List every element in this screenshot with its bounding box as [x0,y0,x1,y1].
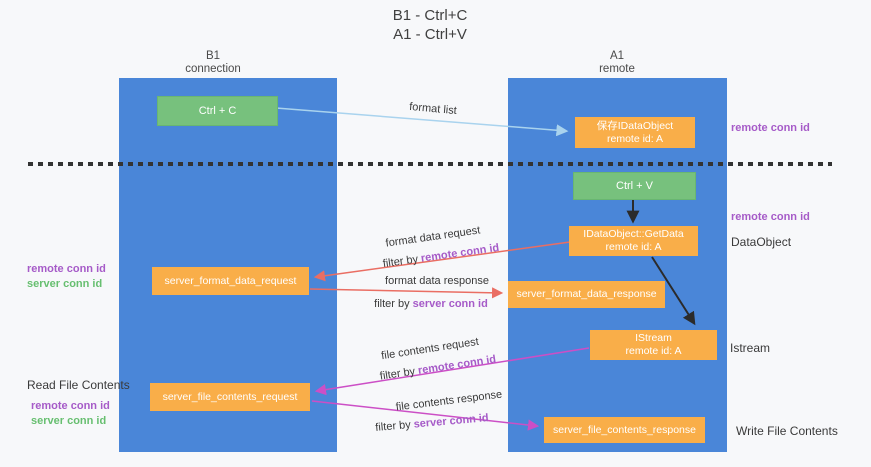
column-header-b1: B1 connection [153,50,273,76]
node-ctrl-v: Ctrl + V [573,172,696,200]
getdata-line1: IDataObject::GetData [583,228,684,240]
save-idataobject-line2: remote id: A [606,132,664,145]
right-label-dataobject: DataObject [731,235,792,249]
left-label-server-conn-id-2: server conn id [31,415,107,427]
node-ctrl-c: Ctrl + C [157,96,278,126]
ctrl-c-label: Ctrl + C [198,105,237,117]
right-label-write-file-contents: Write File Contents [736,424,838,438]
save-idataobject-line1: 保存IDataObject [596,119,674,132]
filter-by-prefix: filter by [382,253,419,271]
edge-label-file-contents-response: file contents response [395,388,503,414]
right-label-remote-conn-id-mid: remote conn id [731,211,810,223]
istream-line2: remote id: A [625,345,682,357]
column-b1-subtitle: connection [185,63,241,75]
left-label-server-conn-id-1: server conn id [27,278,103,290]
filter-id-server-conn-id: server conn id [412,298,488,310]
node-istream: IStream remote id: A [590,330,717,360]
title-line-1: B1 - Ctrl+C [392,7,468,24]
istream-line1: IStream [635,332,672,344]
server-format-data-request-label: server_format_data_request [164,274,297,287]
node-server-format-data-request: server_format_data_request [152,267,309,295]
diagram-title: B1 - Ctrl+C A1 - Ctrl+V [300,6,560,44]
right-label-istream: Istream [730,341,771,355]
filter-by-prefix: filter by [374,298,410,310]
column-a1-title: A1 [609,50,625,62]
server-format-data-response-label: server_format_data_response [516,288,657,300]
left-label-remote-conn-id-2: remote conn id [31,400,110,412]
left-label-remote-conn-id-1: remote conn id [27,263,106,275]
format-data-response-arrow [309,287,504,299]
right-label-remote-conn-id-top: remote conn id [731,122,810,134]
column-a1-subtitle: remote [599,63,635,75]
edge-label-format-list: format list [408,100,458,118]
filter-id-remote-conn-id: remote conn id [420,241,500,265]
filter-by-prefix: filter by [379,365,416,383]
node-save-idataobject: 保存IDataObject remote id: A [575,117,695,148]
edge-label-format-data-response: format data response [385,275,489,287]
column-b1-title: B1 [205,50,221,62]
left-label-read-file-contents: Read File Contents [27,378,130,392]
filter-id-remote-conn-id: remote conn id [417,353,497,377]
node-idataobject-getdata: IDataObject::GetData remote id: A [569,226,698,256]
node-server-file-contents-request: server_file_contents_request [150,383,310,411]
node-server-format-data-response: server_format_data_response [508,281,665,308]
node-server-file-contents-response: server_file_contents_response [544,417,705,443]
ctrl-v-label: Ctrl + V [616,180,653,192]
title-line-2: A1 - Ctrl+V [393,26,467,43]
column-header-a1: A1 remote [557,50,677,76]
filter-id-server-conn-id: server conn id [413,412,490,431]
server-file-contents-request-label: server_file_contents_request [162,390,298,403]
getdata-line2: remote id: A [605,241,662,253]
filter-by-prefix: filter by [374,418,412,434]
server-file-contents-response-label: server_file_contents_response [552,423,696,436]
